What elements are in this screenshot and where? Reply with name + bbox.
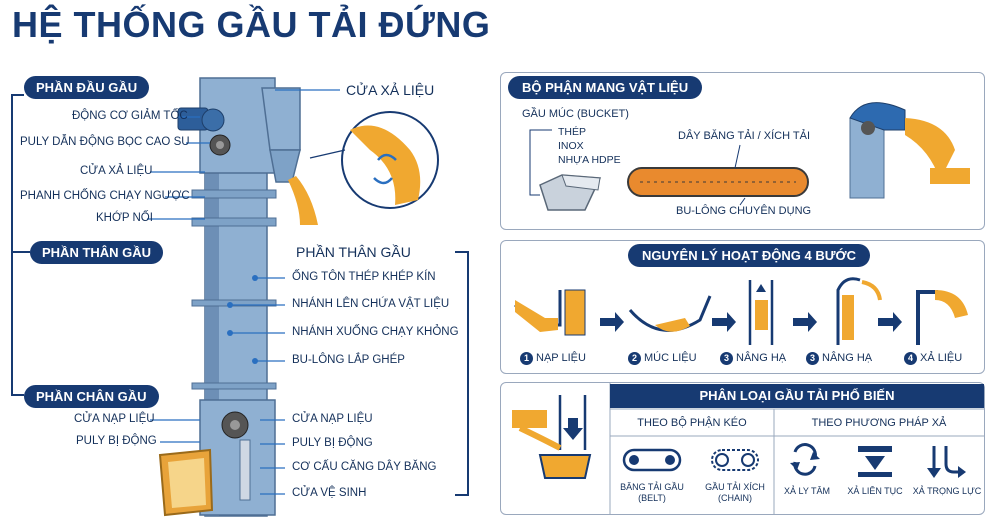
label-drive-pulley: PULY DẪN ĐỘNG BỌC CAO SU [20, 136, 190, 148]
section-foot-pill: PHẦN CHÂN GẦU [24, 385, 159, 408]
label-bolts: BU-LÔNG LẮP GHÉP [292, 354, 405, 366]
belt-type-label: BĂNG TẢI GẦU(BELT) [620, 482, 684, 503]
gravity-icon [927, 446, 966, 478]
label-bucket: GẦU MÚC (BUCKET) [522, 108, 629, 120]
label-foot-inlet-right: CỬA NẠP LIỆU [292, 413, 373, 425]
label-down-leg: NHÁNH XUỐNG CHẠY KHỎNG [292, 326, 459, 338]
chain-type-icon [711, 449, 759, 471]
label-special-bolt: BU-LÔNG CHUYÊN DỤNG [676, 205, 812, 217]
label-material-steel: THÉP [558, 126, 587, 138]
label-cleanout: CỬA VỆ SINH [292, 487, 367, 499]
continuous-icon [858, 446, 892, 477]
label-foot-pulley-right: PULY BỊ ĐỘNG [292, 437, 373, 449]
label-up-leg: NHÁNH LÊN CHỨA VẬT LIỆU [292, 298, 450, 310]
label-body-title: PHẦN THÂN GẦU [296, 244, 411, 260]
label-belt: DÂY BĂNG TẢI / XÍCH TẢI [678, 130, 811, 142]
label-material-inox: INOX [558, 140, 584, 152]
label-head-outlet: CỬA XẢ LIỆU [80, 165, 153, 177]
classification-title: PHÂN LOẠI GẦU TẢI PHỔ BIẾN [610, 384, 984, 408]
chain-type-label: GẦU TẢI XÍCH(CHAIN) [705, 482, 765, 503]
carrier-title: BỘ PHẬN MANG VẬT LIỆU [508, 76, 703, 99]
section-body-pill: PHẦN THÂN GẦU [30, 241, 164, 264]
section-head-pill: PHẦN ĐẦU GẦU [24, 76, 150, 99]
by-drive-header: THEO BỘ PHẬN KÉO [637, 417, 747, 429]
page-title: HỆ THỐNG GẦU TẢI ĐỨNG [12, 4, 491, 45]
label-backstop: PHANH CHỐNG CHẠY NGƯỢC [20, 190, 190, 202]
label-tensioner: CƠ CẤU CĂNG DÂY BĂNG [292, 461, 437, 473]
gravity-label: XẢ TRỌNG LỰC [912, 486, 982, 496]
label-foot-inlet-left: CỬA NẠP LIỆU [74, 413, 155, 425]
label-casing: ỐNG TÔN THÉP KHÉP KÍN [292, 271, 436, 283]
continuous-label: XẢ LIÊN TỤC [847, 486, 903, 496]
centrifugal-icon [790, 443, 820, 476]
label-discharge: CỬA XẢ LIỆU [346, 82, 435, 98]
label-motor: ĐỘNG CƠ GIẢM TỐC [72, 110, 188, 122]
label-foot-pulley-left: PULY BỊ ĐỘNG [76, 435, 157, 447]
by-discharge-header: THEO PHƯƠNG PHÁP XẢ [811, 417, 947, 429]
belt-type-icon [622, 448, 682, 472]
centrifugal-label: XẢ LY TÂM [783, 486, 831, 496]
label-coupling: KHỚP NỐI [96, 212, 153, 224]
principle-title: NGUYÊN LÝ HOẠT ĐỘNG 4 BƯỚC [628, 244, 870, 267]
label-material-hdpe: NHỰA HDPE [558, 154, 621, 166]
